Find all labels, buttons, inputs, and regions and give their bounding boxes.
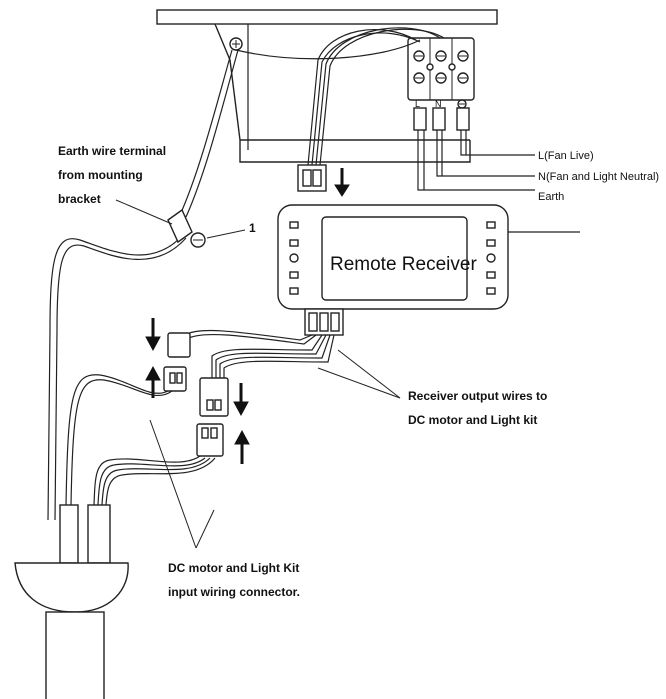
motor-input-wires: [65, 374, 216, 506]
fan-canopy: [14, 562, 129, 699]
output-wires-label-1: Receiver output wires to: [408, 389, 547, 403]
remote-receiver: Remote Receiver: [277, 204, 580, 336]
up-arrow-icon: [234, 429, 250, 464]
earth-terminal-label-3: bracket: [58, 192, 101, 206]
down-arrow-icon: [334, 168, 350, 197]
earth-label: Earth: [538, 191, 564, 203]
bracket-earth-screw: [229, 37, 243, 51]
terminal-block: L N: [407, 37, 475, 109]
earth-terminal-label-2: from mounting: [58, 168, 143, 182]
output-wires-leader: [317, 349, 401, 399]
input-connector-label-1: DC motor and Light Kit: [168, 561, 299, 575]
output-wires-label-2: DC motor and Light kit: [408, 413, 537, 427]
motor-connector: [196, 377, 229, 457]
earth-symbol-icon: [457, 99, 467, 109]
receiver-input-plug: [297, 164, 327, 192]
earth-wire: [47, 49, 239, 521]
receiver-output-wires: [184, 329, 335, 378]
input-connector-label-2: input wiring connector.: [168, 585, 300, 599]
mounting-bracket: [156, 9, 498, 163]
callout-number: 1: [249, 221, 256, 235]
earth-terminal-label-1: Earth wire terminal: [58, 144, 166, 158]
fan-live-label: L(Fan Live): [538, 150, 594, 162]
receiver-input-wires: [235, 27, 445, 166]
neutral-label: N(Fan and Light Neutral): [538, 171, 659, 183]
down-arrow-icon: [145, 318, 161, 352]
input-connector-leader: [149, 419, 215, 549]
light-kit-connector: [163, 332, 191, 392]
down-arrow-icon: [233, 383, 249, 417]
wire-sleeves: [59, 504, 111, 564]
supply-wires: [413, 107, 535, 191]
earth-terminal-connector: [167, 208, 246, 248]
terminal-N-label: N: [435, 99, 442, 109]
terminal-L-label: L: [415, 99, 420, 109]
receiver-title: Remote Receiver: [330, 254, 477, 275]
